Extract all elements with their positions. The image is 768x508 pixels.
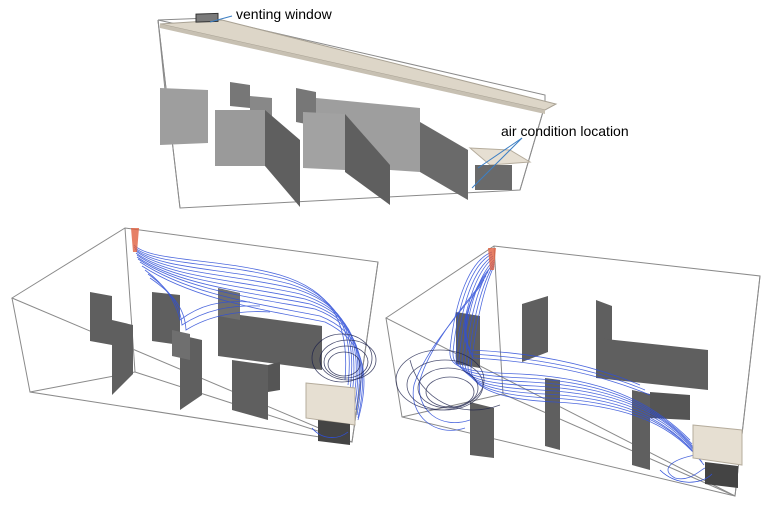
ac-unit (659, 424, 743, 488)
partition (420, 122, 468, 200)
partition (303, 112, 345, 170)
partitions (456, 296, 708, 470)
partition (268, 362, 280, 392)
leader-ac-location-2 (471, 137, 523, 189)
room-wireframe (385, 245, 761, 497)
partitions (160, 82, 468, 207)
ceiling-slab (159, 19, 558, 111)
inlet-marker (131, 228, 139, 252)
ac-unit (305, 382, 356, 445)
ceiling-edge (160, 24, 545, 114)
partition (230, 82, 250, 108)
partition (470, 402, 494, 458)
partition (522, 296, 548, 362)
partition (218, 312, 322, 370)
ac-unit (468, 147, 532, 190)
air-condition-location-label: air condition location (501, 123, 629, 139)
partition (215, 110, 265, 166)
partition (172, 330, 190, 360)
partition (232, 360, 268, 420)
panel-airflow-case-left (10, 227, 379, 445)
streamline-loops (395, 349, 501, 411)
panel-room-geometry (157, 12, 558, 209)
partitions (90, 288, 322, 420)
partition (345, 114, 390, 205)
partition (632, 390, 650, 470)
inlet-marker (488, 248, 496, 270)
panel-airflow-case-right (385, 245, 761, 497)
partition (90, 292, 112, 345)
partition (596, 338, 708, 390)
partition (545, 378, 560, 450)
streamlines (412, 251, 706, 480)
streamline-loops (311, 333, 377, 383)
leader-ac-location (477, 137, 523, 169)
partition (160, 88, 208, 145)
venting-window-shape (195, 12, 219, 23)
venting-window-label: venting window (236, 6, 332, 22)
partition (265, 110, 300, 207)
partition (112, 320, 133, 395)
leader-venting-window (209, 15, 233, 23)
partition (650, 392, 690, 420)
